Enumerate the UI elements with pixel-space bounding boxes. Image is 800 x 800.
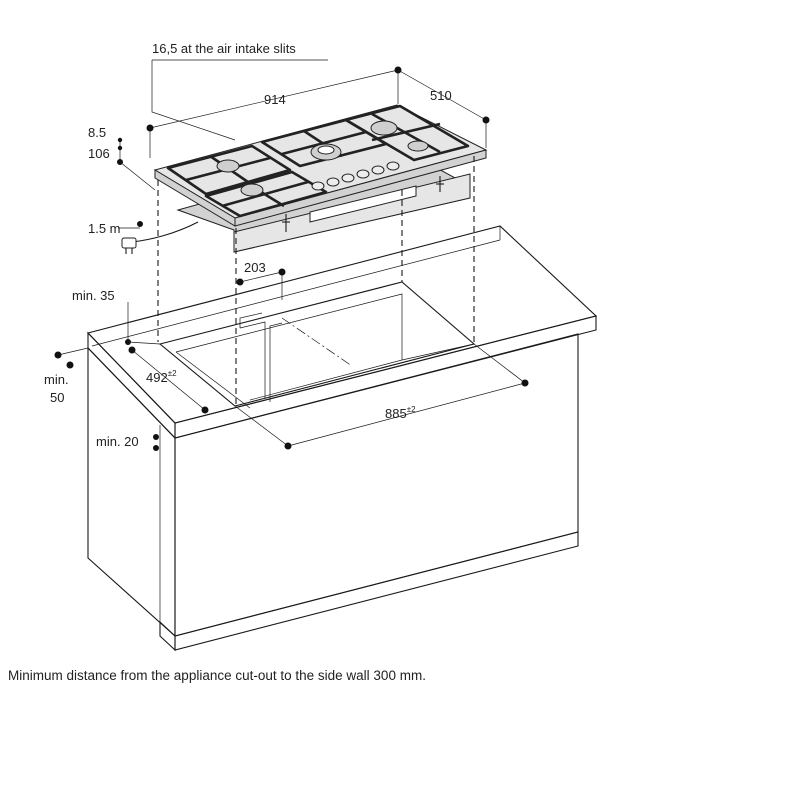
label-885: 885±2 (385, 405, 416, 421)
label-492-tol: ±2 (168, 369, 177, 378)
label-min-20: min. 20 (96, 434, 139, 449)
label-min-50-line2: 50 (50, 390, 64, 405)
label-885-tol: ±2 (407, 405, 416, 414)
power-plug (121, 237, 137, 254)
base-cabinet (86, 225, 598, 652)
label-min-50-line1: min. (44, 372, 69, 387)
label-106: 106 (88, 146, 110, 161)
control-knobs (311, 161, 400, 191)
label-885-value: 885 (385, 406, 407, 421)
mounting-clamps (282, 176, 444, 232)
label-203: 203 (244, 260, 266, 275)
gas-cooktop (121, 104, 488, 254)
label-492-value: 492 (146, 370, 168, 385)
burners (216, 120, 429, 197)
label-510: 510 (430, 88, 452, 103)
label-min-35: min. 35 (72, 288, 115, 303)
label-492: 492±2 (146, 369, 177, 385)
label-914: 914 (264, 92, 286, 107)
label-8-5: 8.5 (88, 125, 106, 140)
label-cable-length: 1.5 m (88, 221, 121, 236)
dimension-labels: 16,5 at the air intake slits 914 510 8.5… (44, 41, 452, 449)
projection-lines (157, 156, 475, 404)
countertop-cutout (158, 281, 476, 409)
label-air-intake: 16,5 at the air intake slits (152, 41, 296, 56)
power-cable (131, 221, 199, 243)
caption: Minimum distance from the appliance cut-… (8, 668, 426, 683)
dimension-lines (54, 59, 529, 451)
